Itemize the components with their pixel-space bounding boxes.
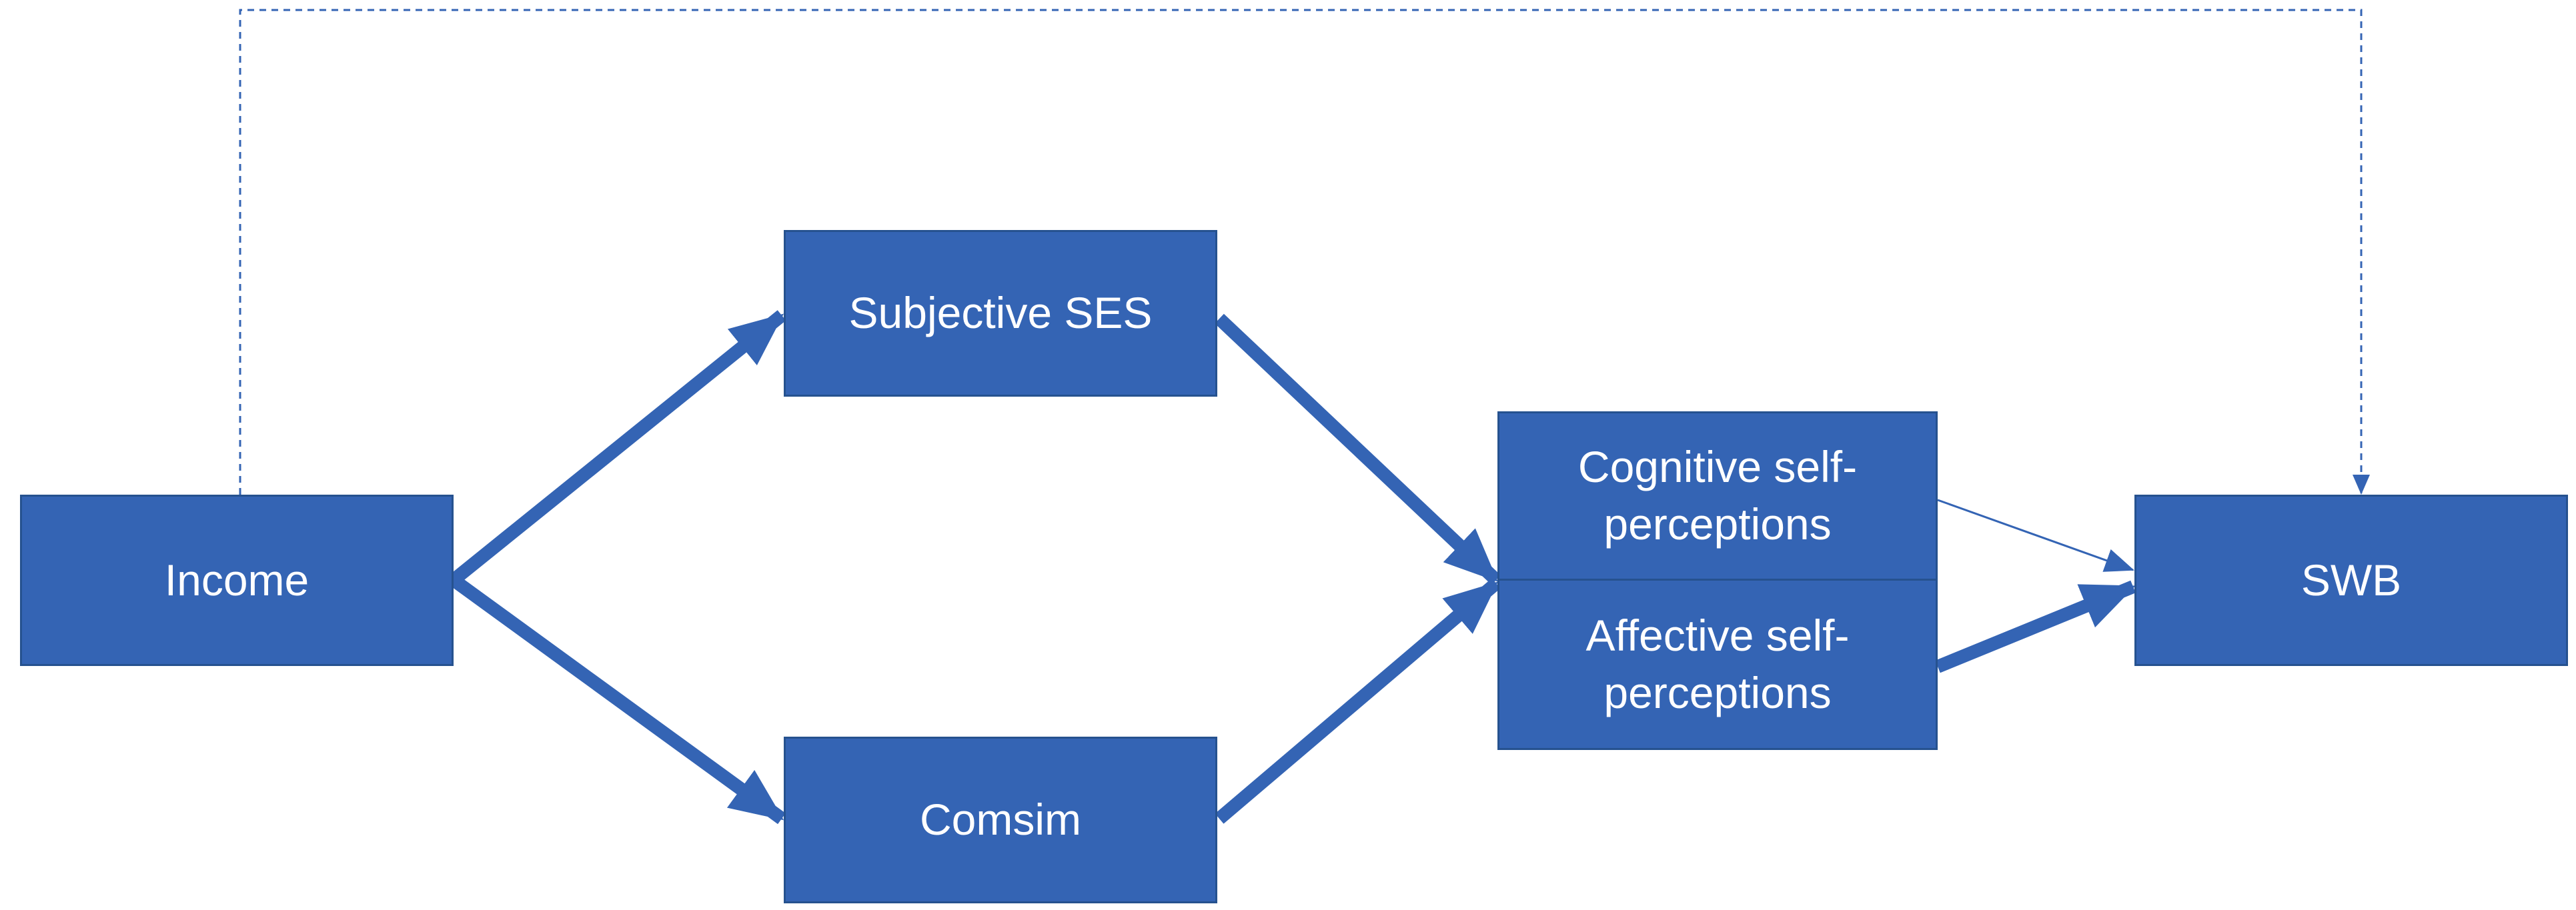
edge-income-comsim bbox=[450, 574, 786, 825]
node-affective-label: Affective self-perceptions bbox=[1585, 610, 1850, 717]
edge-comsim-selfperceptions bbox=[1215, 578, 1501, 824]
edge-affective-swb bbox=[1935, 580, 2136, 673]
edge-income-ses bbox=[449, 310, 786, 585]
node-swb-label: SWB bbox=[2301, 555, 2402, 605]
node-subjective-ses-label: Subjective SES bbox=[848, 288, 1153, 338]
node-income: Income bbox=[20, 495, 454, 666]
edge-ses-selfperceptions bbox=[1215, 313, 1501, 585]
edge-income-swb-dashed bbox=[239, 9, 2370, 495]
node-self-perceptions: Cognitive self-perceptions Affective sel… bbox=[1497, 411, 1938, 750]
node-cognitive-self-perceptions: Cognitive self-perceptions bbox=[1499, 413, 1936, 581]
node-income-label: Income bbox=[164, 555, 309, 605]
node-comsim-label: Comsim bbox=[920, 795, 1081, 845]
node-affective-self-perceptions: Affective self-perceptions bbox=[1499, 581, 1936, 748]
node-cognitive-label: Cognitive self-perceptions bbox=[1577, 442, 1858, 549]
node-comsim: Comsim bbox=[784, 737, 1217, 903]
node-subjective-ses: Subjective SES bbox=[784, 230, 1217, 397]
node-swb: SWB bbox=[2134, 495, 2568, 666]
edge-cognitive-swb bbox=[1937, 499, 2134, 572]
